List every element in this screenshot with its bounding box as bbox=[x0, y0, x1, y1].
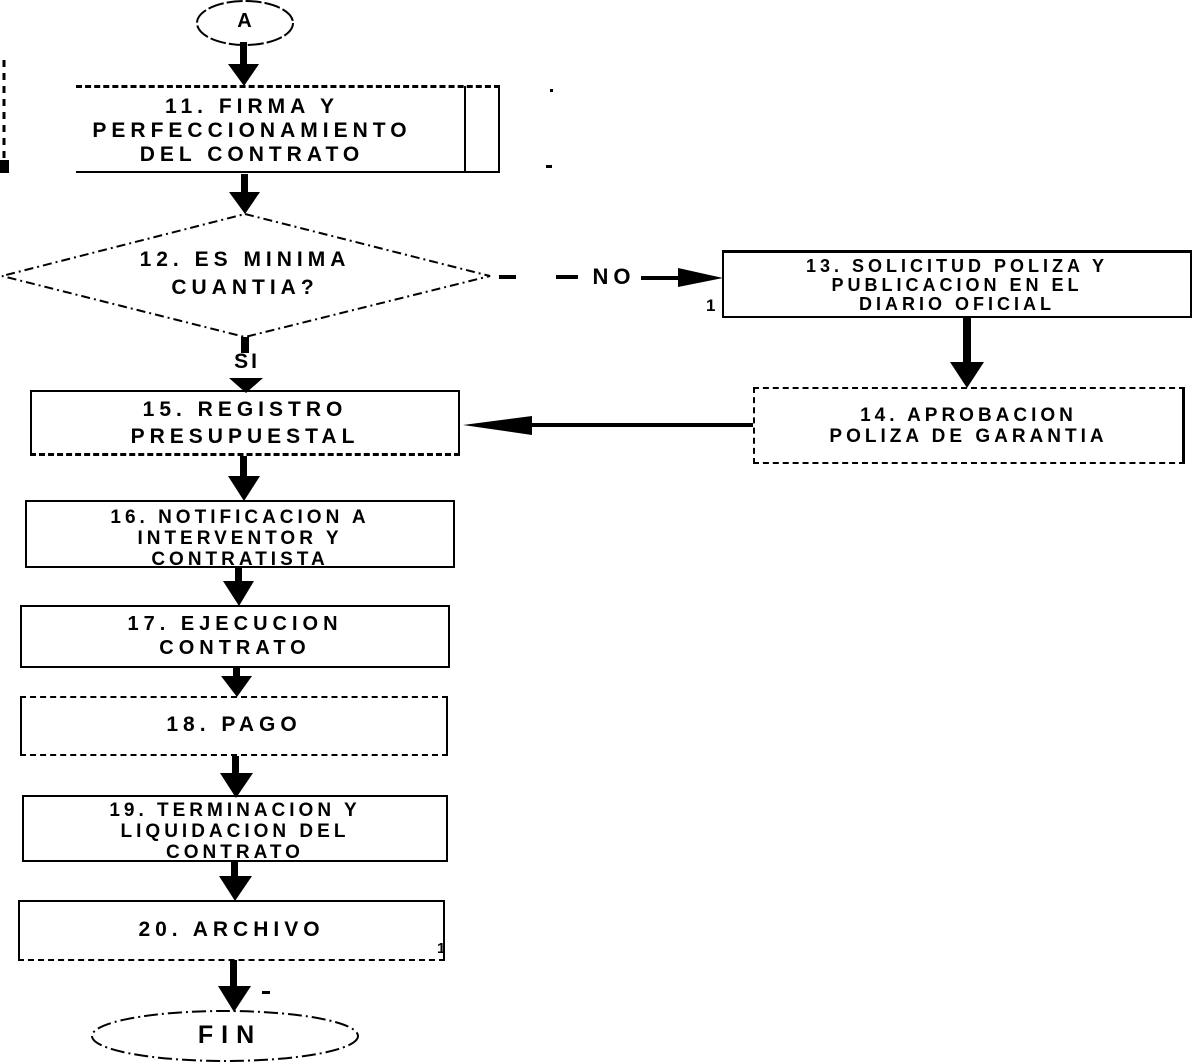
decision-12-line1: 12. ES MINIMA bbox=[139, 248, 351, 271]
decision-12-outline bbox=[1, 212, 491, 339]
process-11-line3: DEL CONTRATO bbox=[139, 143, 365, 166]
process-11: 11. FIRMA Y PERFECCIONAMIENTO DEL CONTRA… bbox=[76, 85, 500, 173]
process-13-line3: DIARIO OFICIAL bbox=[859, 294, 1055, 314]
process-19-line1: 19. TERMINACION Y bbox=[109, 800, 361, 821]
scan-artifact-digit: 1 bbox=[437, 940, 446, 957]
arrow-13-to-14 bbox=[950, 318, 984, 388]
arrow-a-to-11 bbox=[228, 42, 259, 86]
process-13-line2: PUBLICACION EN EL bbox=[831, 275, 1083, 295]
process-11-line1: 11. FIRMA Y bbox=[164, 95, 340, 118]
arrow-17-to-18 bbox=[221, 668, 252, 697]
arrow-no-12-to-13 bbox=[499, 268, 723, 287]
process-16-line3: CONTRATISTA bbox=[151, 549, 329, 570]
decision-12-line2: CUANTIA? bbox=[171, 276, 319, 299]
arrow-20-to-fin bbox=[218, 960, 251, 1012]
process-13-line1: 13. SOLICITUD POLIZA Y bbox=[805, 256, 1109, 276]
label-si: SI bbox=[234, 350, 260, 373]
arrow-si-12-to-15 bbox=[229, 337, 263, 393]
arrow-15-to-16 bbox=[228, 456, 260, 501]
process-11-line2: PERFECCIONAMIENTO bbox=[92, 119, 412, 142]
process-16: 16. NOTIFICACION A INTERVENTOR Y CONTRAT… bbox=[25, 500, 455, 570]
process-13: 13. SOLICITUD POLIZA Y PUBLICACION EN EL… bbox=[722, 250, 1192, 318]
arrow-14-to-15 bbox=[463, 416, 753, 435]
process-14-line2: POLIZA DE GARANTIA bbox=[829, 426, 1108, 447]
terminator-fin-outline bbox=[91, 1010, 359, 1062]
terminator-a-label: A bbox=[237, 10, 253, 32]
process-17: 17. EJECUCION CONTRATO bbox=[20, 605, 450, 668]
process-16-line2: INTERVENTOR Y bbox=[137, 528, 343, 549]
scan-artifact-digit: 1 bbox=[706, 296, 716, 315]
process-15-line1: 15. REGISTRO bbox=[142, 398, 348, 421]
process-19-line2: LIQUIDACION DEL bbox=[120, 821, 350, 842]
process-16-line1: 16. NOTIFICACION A bbox=[110, 507, 370, 528]
terminator-fin-label: FIN bbox=[197, 1021, 263, 1049]
decision-12: 12. ES MINIMA CUANTIA? bbox=[60, 246, 430, 308]
terminator-a-outline bbox=[196, 0, 294, 46]
process-19: 19. TERMINACION Y LIQUIDACION DEL CONTRA… bbox=[22, 795, 448, 863]
process-17-line1: 17. EJECUCION bbox=[127, 613, 343, 635]
arrow-19-to-20 bbox=[219, 862, 252, 901]
arrow-16-to-17 bbox=[223, 567, 254, 606]
process-19-line3: CONTRATO bbox=[166, 842, 304, 863]
process-15: 15. REGISTRO PRESUPUESTAL bbox=[30, 390, 460, 456]
label-no: NO bbox=[592, 264, 636, 289]
process-14-line1: 14. APROBACION bbox=[860, 405, 1077, 426]
arrow-11-to-12 bbox=[229, 174, 260, 214]
process-14: 14. APROBACION POLIZA DE GARANTIA bbox=[753, 387, 1185, 464]
scan-noise-marks bbox=[0, 60, 553, 994]
process-18: 18. PAGO bbox=[20, 696, 448, 756]
arrow-18-to-19 bbox=[220, 756, 253, 798]
process-15-line2: PRESUPUESTAL bbox=[130, 425, 360, 448]
process-20-line1: 20. ARCHIVO bbox=[138, 918, 325, 941]
process-18-line1: 18. PAGO bbox=[166, 713, 302, 736]
process-17-line2: CONTRATO bbox=[159, 637, 311, 659]
process-20: 20. ARCHIVO bbox=[18, 900, 445, 961]
